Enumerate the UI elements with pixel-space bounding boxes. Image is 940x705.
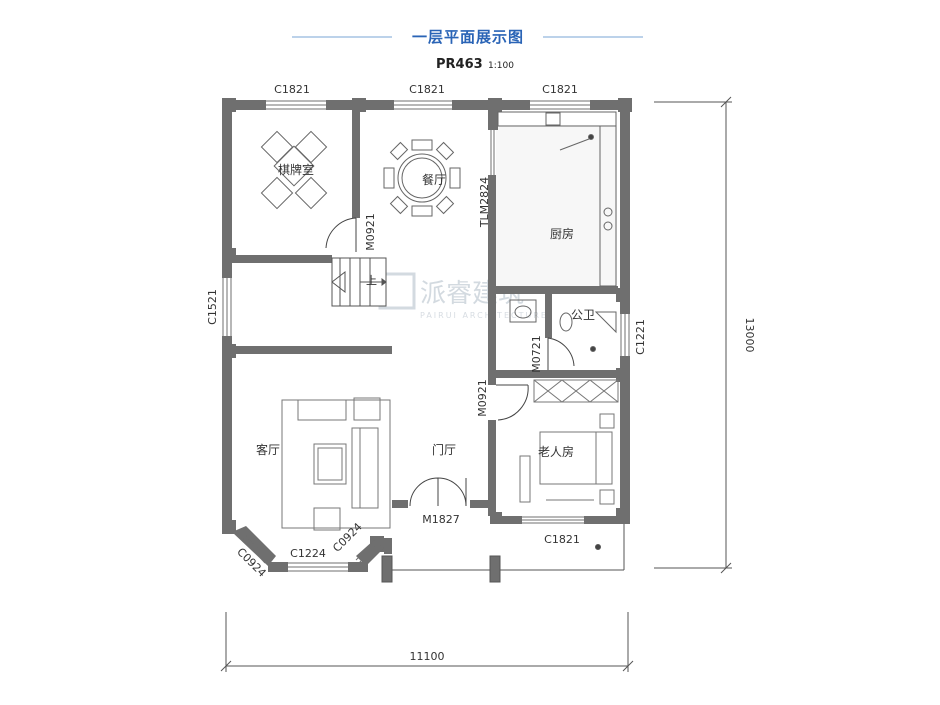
wc-fixtures xyxy=(509,299,617,352)
label-win-elder-bottom: C1821 xyxy=(544,533,580,546)
label-win-right-wc: C1221 xyxy=(634,319,647,355)
window-top-mid xyxy=(394,100,452,110)
door-main-swing xyxy=(409,477,467,507)
room-kitchen: 厨房 xyxy=(550,226,574,241)
door-wc-swing xyxy=(547,337,575,370)
door-elder-swing xyxy=(496,384,529,421)
living-furniture xyxy=(281,397,391,531)
dimension-lines xyxy=(220,96,732,672)
label-win-top-right: C1821 xyxy=(542,83,578,96)
label-door-sliding: TLM2824 xyxy=(478,177,491,228)
room-elder: 老人房 xyxy=(538,444,574,459)
elder-furniture xyxy=(519,379,619,505)
dimension-width: 11100 xyxy=(410,650,445,663)
sliding-door xyxy=(490,130,495,175)
window-top-right xyxy=(530,100,590,110)
room-living: 客厅 xyxy=(256,442,280,457)
porch xyxy=(381,524,625,583)
watermark-sub: PAIRUI ARCHITECTURE xyxy=(420,311,548,320)
label-win-bay-front: C1224 xyxy=(290,547,326,560)
window-bay-front xyxy=(288,562,348,572)
stairs xyxy=(331,257,387,307)
window-bay-right xyxy=(355,543,376,564)
label-door-wc: M0721 xyxy=(530,335,543,373)
window-top-left xyxy=(266,100,326,110)
window-right-wc xyxy=(620,314,630,356)
door-chess-swing xyxy=(325,217,357,252)
plan-title: 一层平面展示图 xyxy=(412,28,524,46)
room-chess: 棋牌室 xyxy=(278,162,314,177)
doors xyxy=(325,217,575,507)
room-public-wc: 公卫 xyxy=(571,308,595,322)
chess-table xyxy=(260,130,328,210)
label-win-bay-right: C0924 xyxy=(330,520,364,554)
dining-table xyxy=(383,139,461,217)
window-elder-bottom xyxy=(522,516,584,524)
kitchen-fixtures xyxy=(497,111,617,287)
label-door-main: M1827 xyxy=(422,513,460,526)
plan-code: PR463 xyxy=(436,57,483,72)
label-win-left: C1521 xyxy=(206,289,219,325)
plan-scale: 1:100 xyxy=(488,61,514,71)
dimension-depth: 13000 xyxy=(743,318,756,353)
label-door-elder: M0921 xyxy=(476,379,489,417)
label-win-top-left: C1821 xyxy=(274,83,310,96)
label-door-chess: M0921 xyxy=(364,213,377,251)
windows xyxy=(222,100,630,572)
floor-fill xyxy=(496,125,617,290)
room-dining: 餐厅 xyxy=(422,172,446,187)
window-left xyxy=(222,278,232,336)
label-win-top-mid: C1821 xyxy=(409,83,445,96)
window-bay-left xyxy=(242,535,269,564)
walls xyxy=(222,98,632,572)
room-foyer: 门厅 xyxy=(432,442,456,457)
stair-up-label: 上 xyxy=(366,274,377,287)
